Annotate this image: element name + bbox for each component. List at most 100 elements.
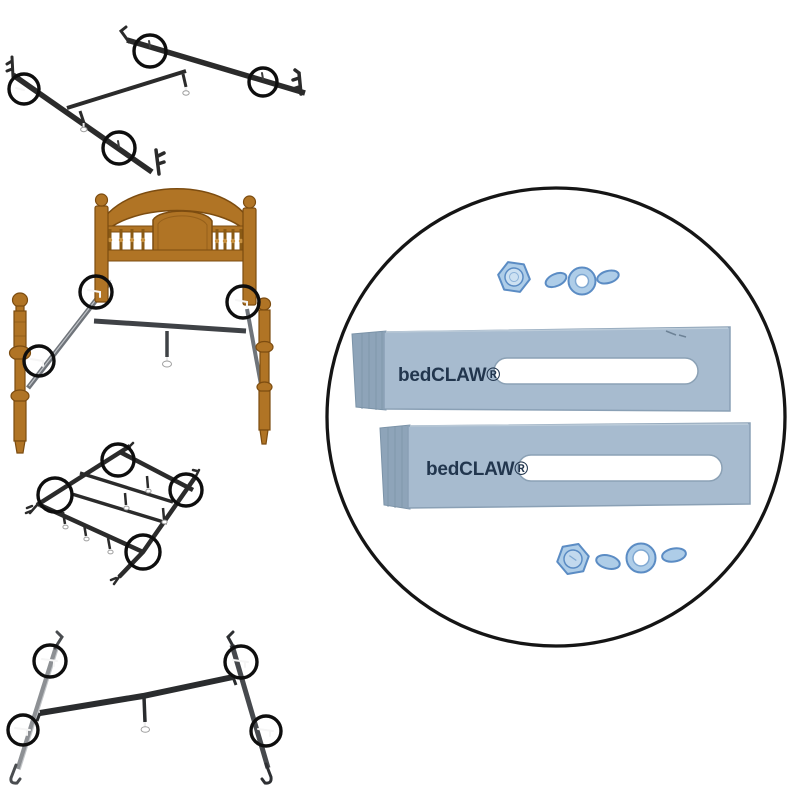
wing-left [544,271,568,289]
rail-bracket-stub [35,712,42,722]
wing-nut-hole [632,549,650,567]
leg-glide-foot [162,360,172,368]
callout-circle [249,714,283,748]
side-rail-highlight [19,645,60,771]
hex-nut-bottom-icon [556,542,590,576]
headboard-post-left [94,205,109,303]
figure-hook-on-bed-rails [5,25,306,176]
leg-glide-foot [182,90,190,96]
rail-end-claw-icon [260,762,273,785]
rail-end-hook-icon [118,25,131,44]
callout-circle [225,284,261,320]
leg-glide-stem [166,357,168,362]
support-leg [181,73,188,88]
cross-slat [79,471,174,504]
wing-nut-bottom-icon [595,542,687,574]
plate-slot [517,454,723,482]
callout-circle [124,533,162,571]
headboard [94,188,257,306]
bracket-pin-icon [41,658,58,667]
magnifier-ring [325,186,787,648]
callout-circle [22,344,56,378]
figure-wooden-bed-frame [8,188,274,454]
wing-right [661,547,687,563]
flange-ridges [361,331,383,410]
center-crossbar [93,318,247,334]
callout-circle [100,442,136,478]
spindle-knobs [107,237,244,244]
frame-leg-feet [62,488,168,555]
magnifier-detail-circle: bedCLAW® bedCLAW® [325,186,787,648]
plate-highlight [385,327,729,333]
wing-nut-hole [574,273,590,289]
center-support-rail [66,69,187,110]
leg-glide-foot [80,126,88,133]
rail-end-claw-icon [154,148,166,176]
leg-glide-stem [143,722,146,727]
leg-glide-stem [184,87,187,91]
callout-circle [168,472,204,508]
bracket-pin-icon [261,72,264,80]
plate-highlight [409,423,749,427]
rail-end-claw-icon [109,575,121,586]
plate-brand-label: bedCLAW® [398,365,500,386]
rail-end-claw-icon [226,630,236,650]
callout-circle [101,130,137,166]
rail-end-claw-icon [53,630,64,650]
center-support-rail [39,674,234,716]
hex-nut-top-icon [497,261,531,293]
figure-bolt-on-frame [24,441,204,586]
post-ball-finial [11,292,29,308]
plate-slot [493,357,699,385]
support-leg [78,110,86,124]
cross-slat [71,492,168,525]
rail-end-claw-icon [291,68,303,96]
rail-end-claw-icon [9,763,22,785]
panel-inner-arch [157,215,208,252]
scratch-mark [665,330,687,338]
rail-end-claw-icon [5,55,15,79]
headboard-bottom-rail [95,249,256,262]
bracket-pin-icon [148,40,151,48]
leg-glide-foot [140,726,151,733]
callout-circle [36,476,74,514]
bracket-pin-icon [30,358,44,367]
bracket-pin-icon [232,659,249,668]
bracket-pin-icon [15,87,25,91]
figure-rails-center-support [6,630,283,785]
headboard-center-panel [152,210,213,253]
post-finial [94,193,109,207]
wing-right [596,269,620,285]
callout-circle [247,66,279,98]
callout-circle [7,72,41,106]
bracket-plate-top: bedCLAW® [351,326,731,412]
bracket-pin-icon [117,140,120,148]
callout-circle [6,713,40,747]
callout-circle [132,33,168,69]
rail-bracket-stub [231,676,238,686]
side-rail-right [229,644,271,769]
bracket-pin-icon [257,728,274,737]
corner-claw-icon [191,468,201,478]
leg-glide-stem [82,123,85,128]
callout-circle [223,644,259,680]
frame-legs [61,475,166,550]
callout-circle [32,643,68,679]
side-rail-left [15,644,60,770]
bracket-pin-icon [87,289,101,298]
wing-left [595,554,621,570]
center-leg [142,696,147,723]
plate-brand-label: bedCLAW® [426,459,528,480]
post-finial [242,195,257,209]
footboard-post-left [8,292,32,454]
wing-nut-top-icon [544,266,620,296]
side-rail [11,72,154,175]
callout-circle [78,274,114,310]
bracket-pin-icon [235,299,248,308]
frame-rail [118,450,195,492]
footboard-post-right [255,297,274,445]
flange-ridges [387,426,403,508]
rail-end-claw-icon [24,503,39,515]
